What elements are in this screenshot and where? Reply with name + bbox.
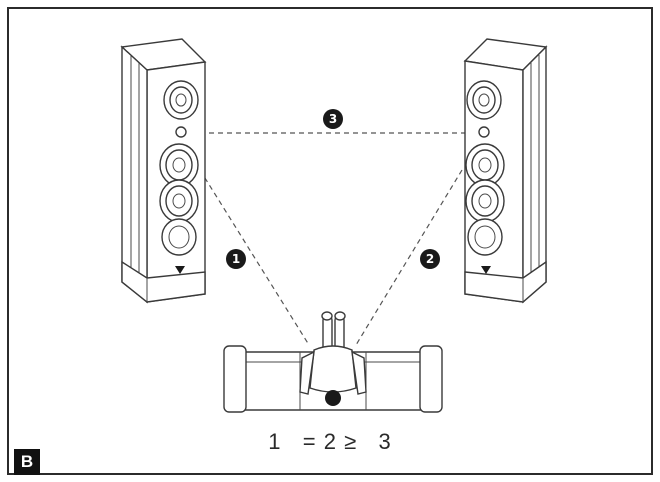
marker-2: 2 [420,249,440,269]
distance-line-2 [355,169,463,346]
panel-label: B [14,449,40,475]
listener [299,311,367,406]
svg-text:2: 2 [426,252,434,266]
marker-3: 3 [323,109,343,129]
figure-frame [7,7,653,475]
marker-1: 1 [226,249,246,269]
svg-text:3: 3 [329,112,337,126]
distance-formula: 1 = 2 ≥ 3 [268,429,392,454]
svg-text:1: 1 [232,252,240,266]
distance-line-1 [199,169,310,346]
left-speaker [120,38,207,304]
right-speaker [463,38,548,304]
